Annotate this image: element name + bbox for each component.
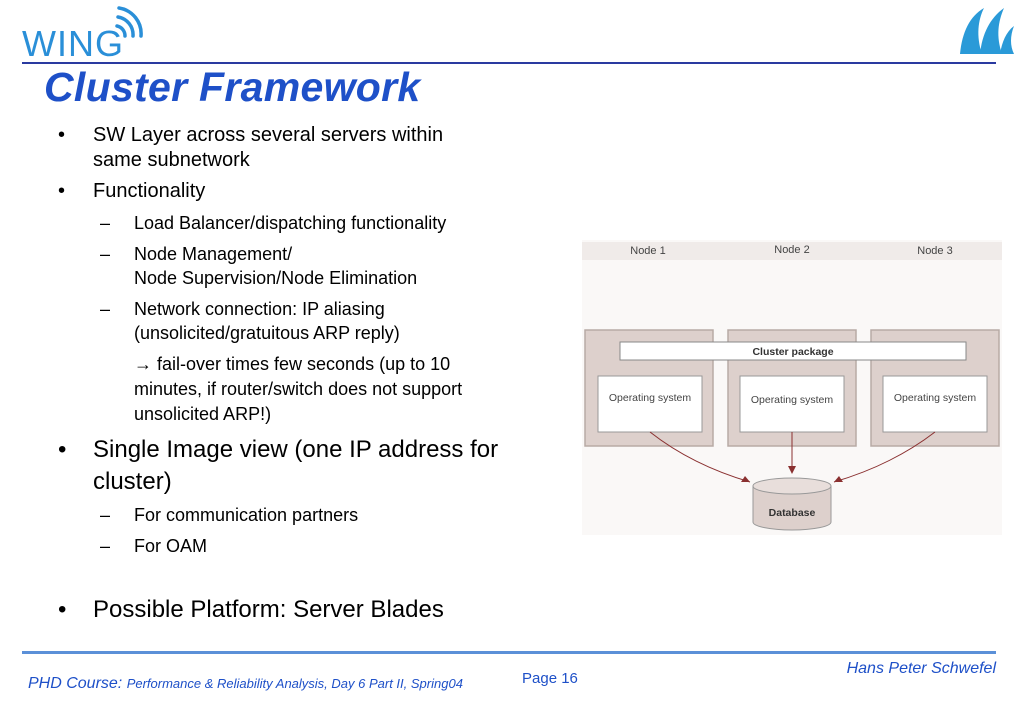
node-header-strip — [582, 242, 1002, 260]
database-icon — [752, 477, 832, 531]
bullet-text: SW Layer across several servers within — [93, 124, 444, 146]
node-label: Node 2 — [774, 244, 809, 256]
dash-marker: – — [100, 536, 111, 556]
page-number: Page 16 — [522, 670, 578, 687]
os-label: Operating system — [751, 394, 834, 406]
footer-divider — [22, 651, 996, 654]
dash-marker: – — [100, 299, 111, 319]
logo-text: WING — [22, 23, 124, 64]
header-divider — [22, 62, 996, 64]
slide-title: Cluster Framework — [44, 64, 421, 110]
arrowheads — [741, 466, 843, 482]
sub-bullet-text: (unsolicited/gratuitous ARP reply) — [134, 323, 400, 343]
wing-logo: WING — [22, 6, 143, 64]
cluster-package-box — [619, 341, 967, 361]
os-label: Operating system — [894, 392, 977, 404]
os-box-2 — [739, 375, 845, 433]
sub-bullet-text: For OAM — [134, 536, 208, 556]
bullet-marker: • — [58, 124, 66, 146]
footer-course: PHD Course: Performance & Reliability An… — [28, 675, 463, 693]
cluster-diagram: Node 1 Node 2 Node 3 Cluster package Ope… — [582, 240, 1002, 535]
bullet-text: Functionality — [93, 180, 206, 202]
bullet-marker: • — [58, 180, 66, 202]
dash-marker: – — [100, 213, 111, 233]
bullet-marker: • — [58, 596, 67, 623]
sub-bullet-text: For communication partners — [134, 505, 359, 525]
bullet-text: same subnetwork — [93, 149, 250, 171]
dash-marker: – — [100, 244, 111, 264]
sub-bullet-text: Network connection: IP aliasing — [134, 299, 385, 319]
os-label: Operating system — [609, 392, 692, 404]
sub-bullet-text: Node Management/ — [134, 244, 293, 264]
database-label: Database — [769, 507, 816, 519]
bullet-text: Possible Platform: Server Blades — [93, 596, 444, 623]
os-box-1 — [597, 375, 703, 433]
node-label: Node 1 — [630, 245, 665, 257]
arrows — [649, 431, 936, 483]
course-label: PHD Course: — [28, 675, 123, 692]
dash-marker: – — [100, 505, 111, 525]
node-label: Node 3 — [917, 245, 952, 257]
author-name: Hans Peter Schwefel — [846, 660, 996, 677]
bullet-text: Single Image view (one IP address for — [93, 436, 499, 463]
os-box-3 — [882, 375, 988, 433]
bullet-text: cluster) — [93, 468, 172, 495]
note-text: → fail-over times few seconds (up to 10 — [134, 354, 451, 374]
sub-bullet-text: Load Balancer/dispatching functionality — [134, 213, 447, 233]
bullet-marker: • — [58, 436, 67, 463]
course-detail: Performance & Reliability Analysis, Day … — [126, 676, 463, 691]
signal-waves-icon — [115, 6, 143, 38]
sub-bullet-text: Node Supervision/Node Elimination — [134, 268, 418, 288]
note-text: unsolicited ARP!) — [134, 404, 272, 424]
university-logo — [960, 8, 1014, 54]
note-text: minutes, if router/switch does not suppo… — [134, 379, 463, 399]
cluster-package-label: Cluster package — [752, 346, 833, 358]
